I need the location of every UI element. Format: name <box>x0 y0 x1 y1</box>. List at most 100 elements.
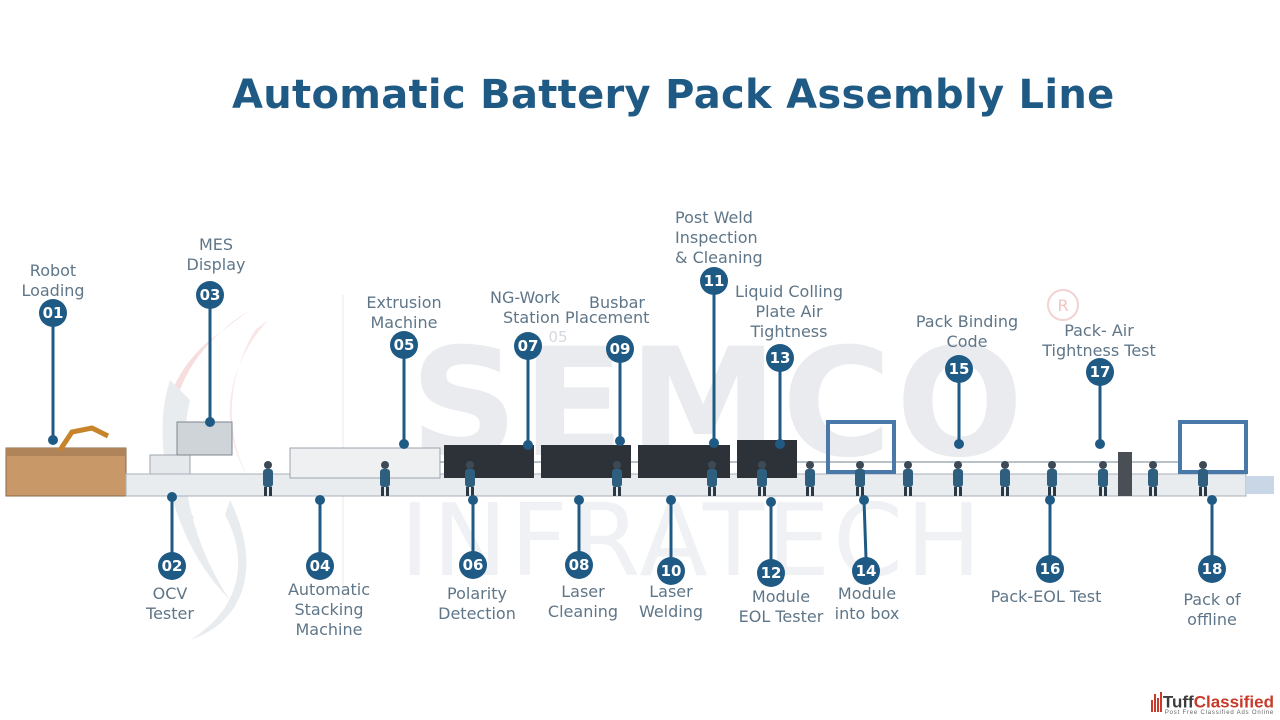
step-number: 09 <box>610 340 631 358</box>
step-number: 07 <box>518 337 539 355</box>
step-number-badge <box>39 299 67 327</box>
page-title: Automatic Battery Pack Assembly Line <box>232 72 1115 118</box>
step-label-line: Loading <box>21 281 84 300</box>
operator-figure <box>903 461 913 496</box>
step-label-line: Module <box>838 584 896 603</box>
operators <box>263 461 1208 496</box>
step-number: 02 <box>162 557 183 575</box>
stray-step-label: 05 <box>548 328 567 346</box>
step-label-line: into box <box>835 604 900 623</box>
operator-figure <box>805 461 815 496</box>
brand-name-part1: Tuff <box>1162 692 1194 711</box>
step-anchor-dot <box>615 436 625 446</box>
operator-figure <box>1098 461 1108 496</box>
step-label-line: OCV <box>153 584 188 603</box>
operator-figure <box>953 461 963 496</box>
step-number: 10 <box>661 562 682 580</box>
step-number-badge <box>700 267 728 295</box>
machine-cabinet-1 <box>444 445 534 478</box>
registered-mark: R <box>1057 296 1068 315</box>
step-label-line: Machine <box>296 620 363 639</box>
step-label-line: EOL Tester <box>739 607 824 626</box>
step-number-badge <box>657 557 685 585</box>
step-number: 11 <box>704 272 725 290</box>
step-number-badge <box>757 559 785 587</box>
step-label-line: Code <box>947 332 988 351</box>
step-number: 13 <box>770 349 791 367</box>
stacking-machine <box>289 447 441 479</box>
step-label-line: Polarity <box>447 584 507 603</box>
step-number: 03 <box>200 286 221 304</box>
brand-logo: TuffClassified Post Free Classified Ads … <box>1150 692 1274 716</box>
step-number-badge <box>158 552 186 580</box>
operator-figure <box>1148 461 1158 496</box>
step-label-line: Stacking <box>294 600 363 619</box>
step-number: 17 <box>1090 363 1111 381</box>
step-label-line: & Cleaning <box>675 248 763 267</box>
step-anchor-dot <box>954 439 964 449</box>
step-number-badge <box>852 557 880 585</box>
step-label-line: Display <box>187 255 246 274</box>
step-label-line: offline <box>1187 610 1237 629</box>
step-number: 15 <box>949 360 970 378</box>
step-number-badge <box>196 281 224 309</box>
mes-display-screen <box>176 421 233 456</box>
step-number-badge <box>390 331 418 359</box>
step-label-line: Pack Binding <box>916 312 1018 331</box>
step-anchor-dot <box>205 417 215 427</box>
step-number: 14 <box>856 562 877 580</box>
operator-figure <box>263 461 273 496</box>
step-number-badge <box>945 355 973 383</box>
step-label-line: Tightness <box>750 322 828 341</box>
step-label-line: Extrusion <box>366 293 441 312</box>
step-anchor-dot <box>1207 495 1217 505</box>
step-label-line: Station Placement <box>503 308 649 327</box>
step-anchor-dot <box>48 435 58 445</box>
step-number: 01 <box>43 304 64 322</box>
step-label-line: NG-Work <box>490 288 561 307</box>
step-label-line: Tightness Test <box>1041 341 1156 360</box>
step-label-line: MES <box>199 235 233 254</box>
step-anchor-dot <box>775 439 785 449</box>
step-number-badge <box>514 332 542 360</box>
step-number-badge <box>1086 358 1114 386</box>
step-number-badge <box>606 335 634 363</box>
step-number: 05 <box>394 336 415 354</box>
step-label-line: Welding <box>639 602 703 621</box>
operator-figure <box>707 461 717 496</box>
step-label-line: Pack of <box>1183 590 1241 609</box>
step-label-line: Laser <box>649 582 693 601</box>
step-number: 06 <box>463 556 484 574</box>
step-label-line: Liquid Colling <box>735 282 843 301</box>
step-label-line: Module <box>752 587 810 606</box>
step-number: 08 <box>569 556 590 574</box>
step-number-badge <box>459 551 487 579</box>
exit-conveyor <box>1246 476 1274 494</box>
step-number-badge <box>766 344 794 372</box>
machine-cabinet-4 <box>737 440 797 478</box>
step-anchor-dot <box>399 439 409 449</box>
step-label-line: Robot <box>30 261 76 280</box>
watermark-word-2: INFRATECH <box>400 482 984 599</box>
step-label-line: Plate Air <box>755 302 822 321</box>
pack-station-cabinet <box>1118 452 1132 496</box>
step-anchor-dot <box>766 497 776 507</box>
step-anchor-dot <box>709 438 719 448</box>
step-connector <box>862 499 868 559</box>
brand-name-part2: Classified <box>1193 692 1274 711</box>
operator-figure <box>757 461 767 496</box>
step-label-line: Detection <box>438 604 516 623</box>
bars-icon <box>1150 692 1163 712</box>
step-label-line: Cleaning <box>548 602 618 621</box>
